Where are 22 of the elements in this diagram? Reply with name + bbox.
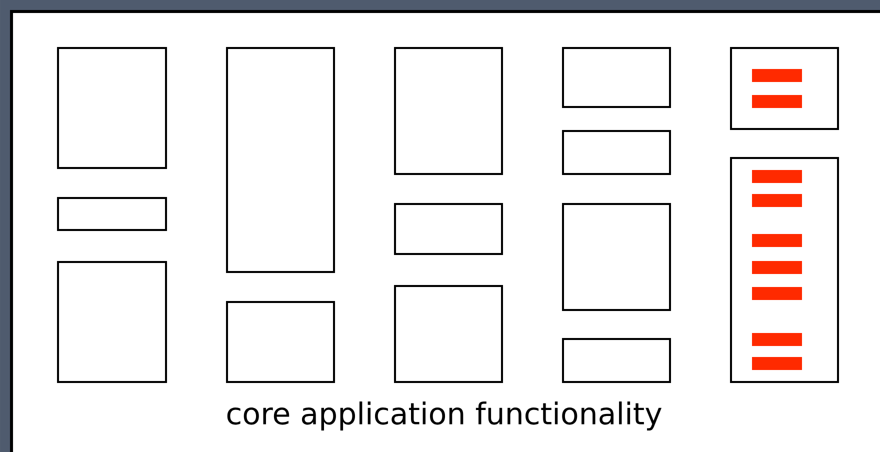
caption: core application functionality: [227, 401, 662, 430]
module-box: [57, 261, 168, 383]
module-box: [57, 197, 168, 231]
bar-mark: [752, 170, 802, 183]
bar-mark: [752, 194, 802, 207]
module-box: [394, 47, 503, 175]
module-box: [394, 285, 503, 383]
module-box: [226, 301, 335, 383]
bar-mark: [752, 234, 802, 247]
bar-mark: [752, 357, 802, 370]
module-box: [394, 203, 503, 255]
bar-mark: [752, 69, 802, 82]
module-box: [562, 47, 671, 108]
bar-mark: [752, 287, 802, 300]
module-box: [562, 338, 671, 383]
bar-mark: [752, 333, 802, 346]
module-box: [226, 47, 335, 273]
module-box: [57, 47, 168, 169]
bar-mark: [752, 261, 802, 274]
module-box: [562, 203, 671, 311]
module-box: [562, 130, 671, 175]
bar-mark: [752, 95, 802, 108]
